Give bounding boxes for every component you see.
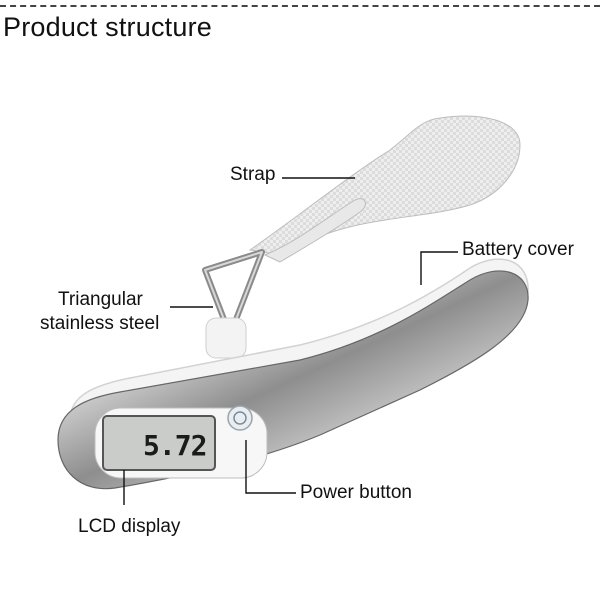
lcd-reading: 5.72 <box>143 429 206 462</box>
triangular-ring <box>202 249 265 359</box>
label-triangular-line1: Triangular <box>58 289 143 310</box>
power-button[interactable] <box>227 405 253 431</box>
power-callout-line <box>245 440 296 494</box>
label-triangular-line2: stainless steel <box>40 313 160 334</box>
label-triangular-steel: Triangular stainless steel <box>40 288 200 336</box>
strap <box>248 115 521 263</box>
callout-lines <box>123 177 458 505</box>
power-icon <box>233 411 247 425</box>
label-lcd-display: LCD display <box>78 516 181 537</box>
diagram-title: Product structure <box>3 12 212 42</box>
battery-callout-line <box>420 251 458 285</box>
dashed-divider <box>0 5 600 7</box>
label-battery-cover: Battery cover <box>462 239 574 260</box>
label-strap: Strap <box>230 164 276 185</box>
lcd-screen <box>102 415 216 471</box>
label-power-button: Power button <box>300 482 412 503</box>
